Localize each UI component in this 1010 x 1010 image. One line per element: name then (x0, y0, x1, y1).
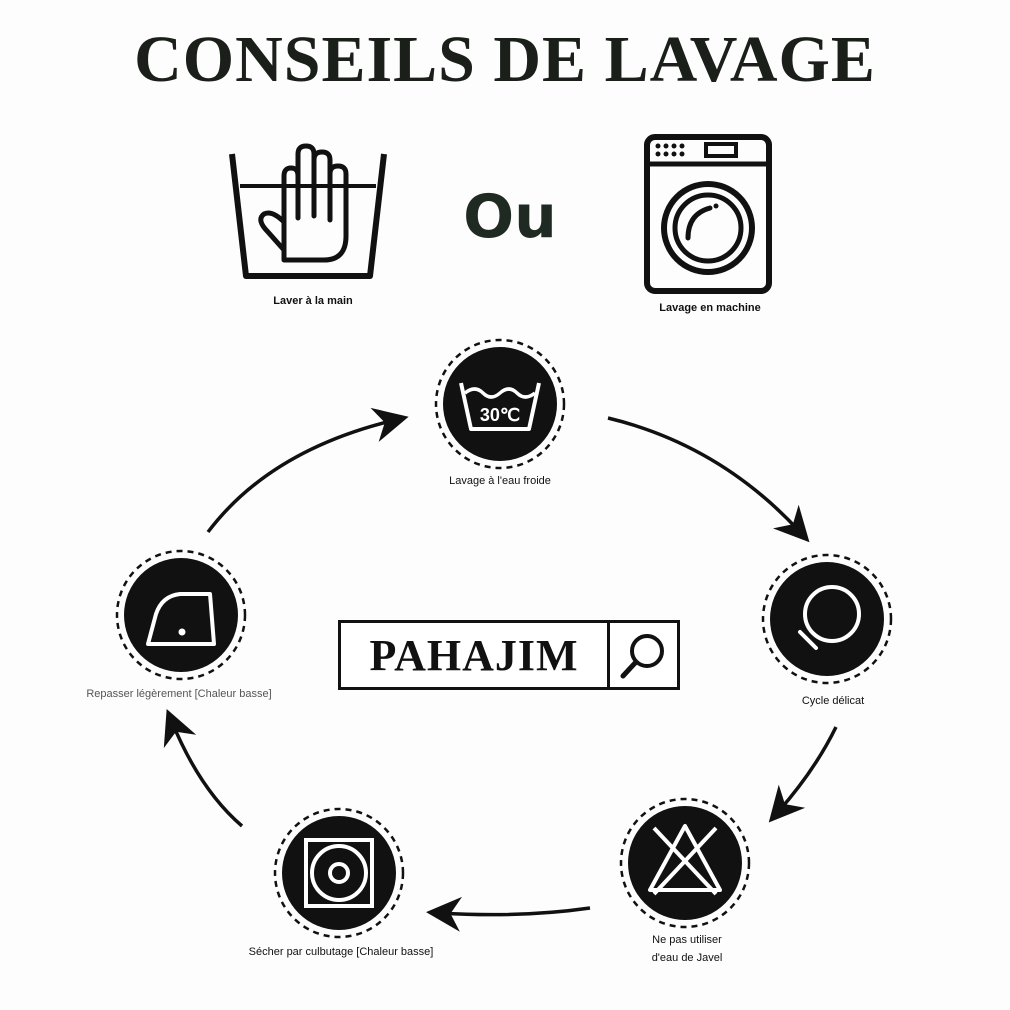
no-bleach-icon (618, 796, 752, 930)
brand-name: PAHAJIM (341, 623, 610, 687)
iron-low-icon (114, 548, 248, 682)
no-bleach-label-1: Ne pas utiliser (652, 934, 722, 946)
wash-30c-icon: 30℃ (433, 337, 567, 471)
machine-wash-label: Lavage en machine (659, 302, 761, 314)
delicate-cycle-label: Cycle délicat (801, 695, 865, 707)
delicate-cycle-icon (760, 552, 894, 686)
no-bleach-label-2: d'eau de Javel (651, 952, 723, 964)
hand-wash-label: Laver à la main (273, 295, 353, 307)
wash-temp-text: 30℃ (480, 405, 520, 425)
separator-text: Ou (463, 182, 557, 252)
washing-machine-icon (644, 134, 772, 294)
iron-label: Repasser légèrement [Chaleur basse] (86, 688, 272, 700)
tumble-dry-low-icon (272, 806, 406, 940)
brand-search-box: PAHAJIM (338, 620, 680, 690)
cold-wash-label: Lavage à l'eau froide (449, 475, 551, 487)
page-title: CONSEILS DE LAVAGE (134, 23, 876, 96)
tumble-dry-label: Sécher par culbutage [Chaleur basse] (248, 946, 434, 958)
hand-wash-icon (228, 140, 388, 280)
search-icon (610, 623, 677, 687)
